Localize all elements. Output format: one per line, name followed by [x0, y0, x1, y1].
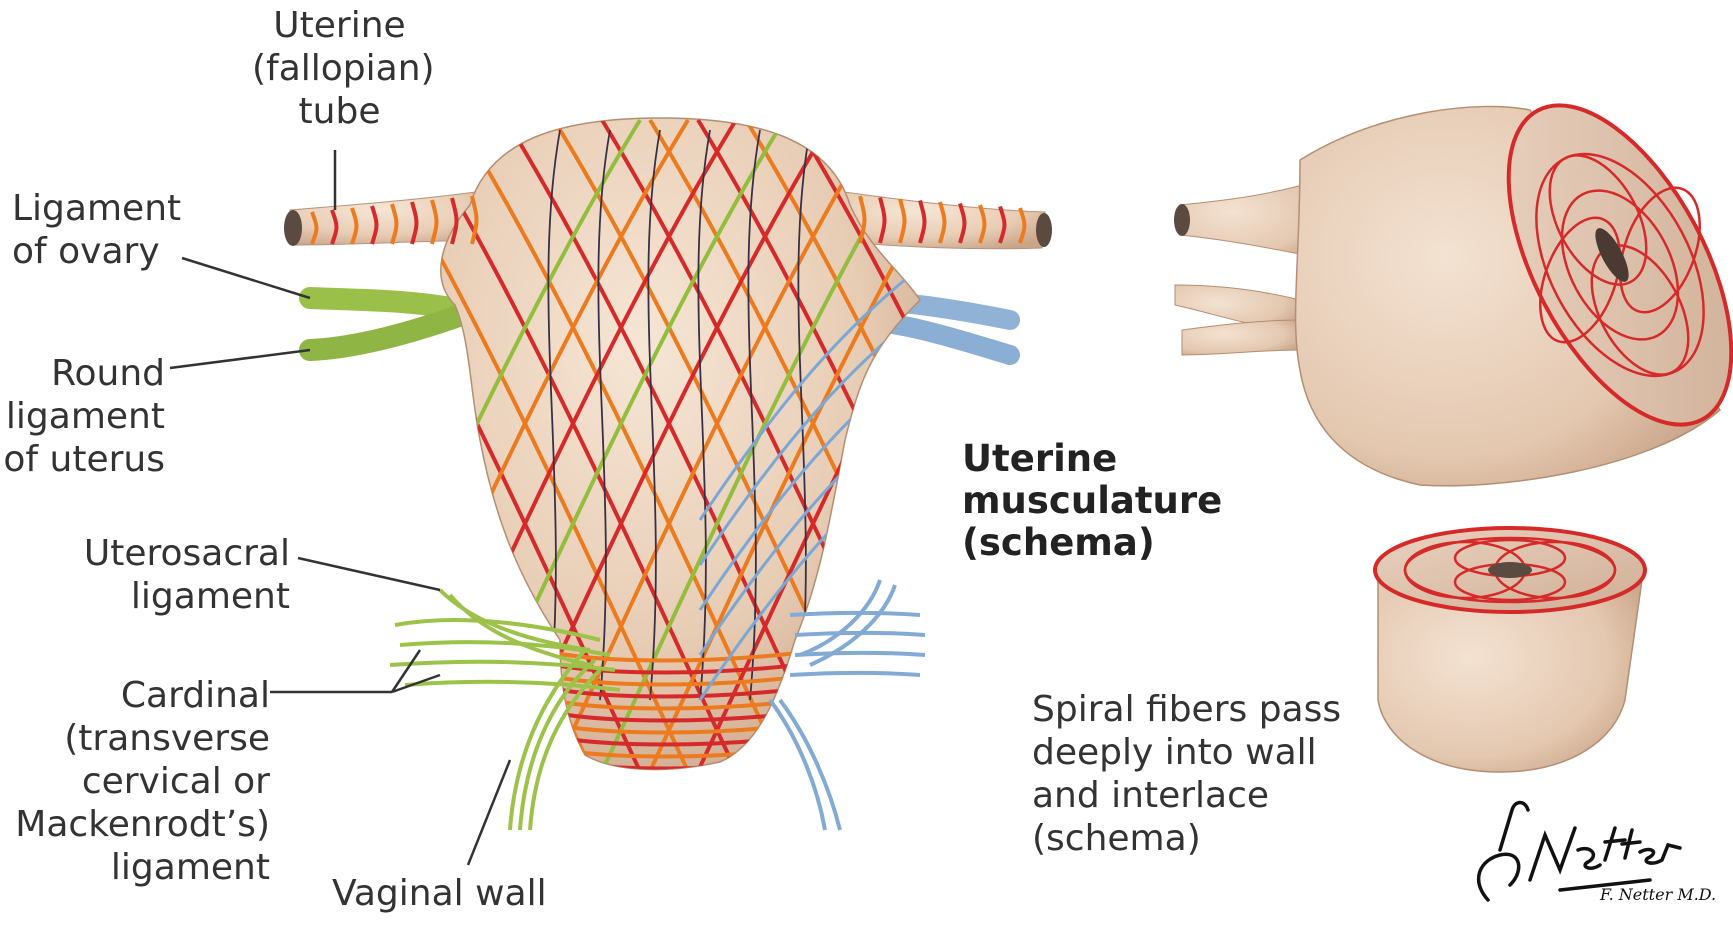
label-spiral-fibers: Spiral fibers pass deeply into wall and … [1032, 688, 1362, 860]
right-tube-opening [1036, 213, 1052, 247]
label-cardinal-ligament: Cardinal (transverse cervical or Mackenr… [0, 674, 270, 889]
cervix-cross-section-lower [1375, 528, 1645, 772]
diagram-title: Uterine musculature (schema) [962, 438, 1292, 564]
label-round-ligament: Round ligament of uterus [0, 352, 165, 481]
left-ligaments [310, 298, 470, 350]
netter-signature: F. Netter M.D. [1479, 803, 1717, 905]
label-uterosacral-ligament: Uterosacral ligament [60, 532, 290, 618]
signature-text: F. Netter M.D. [1599, 885, 1716, 904]
label-ligament-of-ovary: Ligament of ovary [12, 187, 212, 273]
left-tube-opening [284, 210, 302, 246]
uterus-cross-section-upper [1174, 71, 1733, 486]
label-fallopian-tube: Uterine (fallopian) tube [252, 4, 427, 133]
label-vaginal-wall: Vaginal wall [332, 872, 632, 915]
